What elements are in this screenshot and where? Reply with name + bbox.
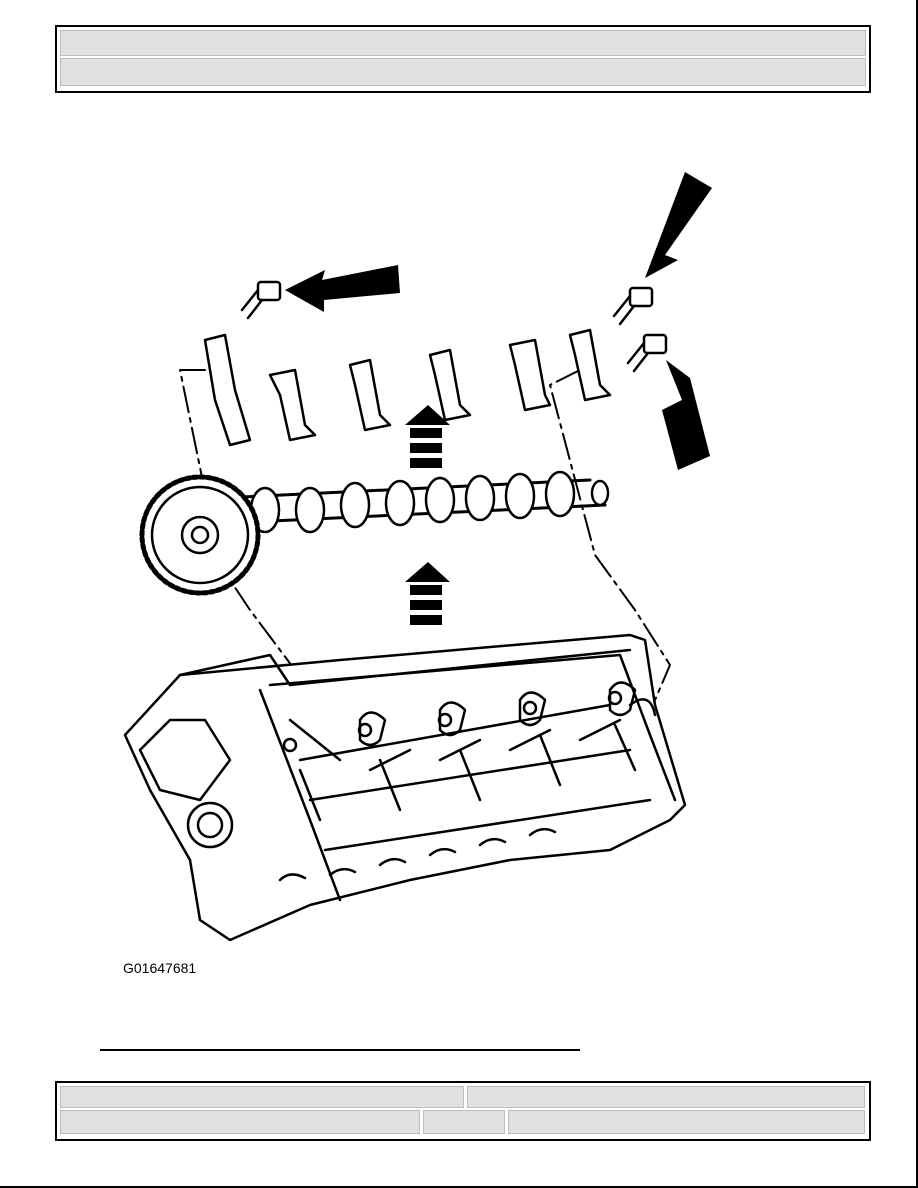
header-title-bar: [60, 30, 866, 56]
cam-sprocket: [139, 474, 261, 596]
arrows: [285, 172, 712, 625]
footer-cell-1: [60, 1086, 464, 1108]
header-subtitle-bar: [60, 58, 866, 86]
footer-cell-3: [60, 1110, 420, 1134]
footer-cell-4: [423, 1110, 505, 1134]
footer-cell-2: [467, 1086, 865, 1108]
bearing-caps: [203, 328, 612, 447]
figure-code: G01647681: [123, 960, 197, 976]
cylinder-head: [123, 633, 687, 942]
footnote-rule: [100, 1049, 580, 1051]
page-header: [55, 25, 871, 93]
cap-bolts: [240, 280, 668, 373]
camshaft: [139, 470, 610, 596]
camshaft-exploded-view-illustration: [123, 172, 712, 942]
footer-cell-5: [508, 1110, 865, 1134]
page-footer: [55, 1081, 871, 1141]
